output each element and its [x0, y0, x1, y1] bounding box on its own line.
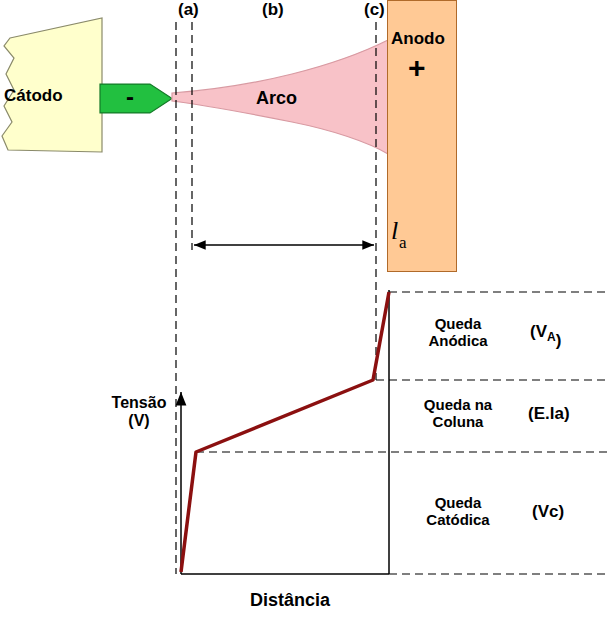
anode-label: Anodo — [391, 29, 445, 49]
cathode-label: Cátodo — [4, 86, 63, 106]
voltage-drop-label: Queda na Coluna — [412, 396, 504, 431]
zone-label: (c) — [364, 0, 385, 20]
electrode-tip-shape — [100, 84, 172, 113]
axis-label: Distância — [220, 590, 360, 611]
voltage-drop-label: Queda Catódica — [412, 494, 504, 529]
arc-length-subscript: a — [399, 233, 407, 253]
voltage-drop-label: Queda Anódica — [412, 315, 504, 350]
guide-lines — [176, 22, 610, 574]
cathode-block: Cátodo — [0, 14, 104, 158]
voltage-symbol: (E.la) — [528, 404, 570, 424]
voltage-subscript: A — [547, 331, 556, 345]
dimension-arrow — [194, 244, 374, 245]
voltage-curve — [181, 292, 389, 572]
arc-plasma: Arco — [172, 38, 388, 156]
cathode-block-shape — [2, 18, 102, 152]
axis-label: Tensão (V) — [104, 394, 174, 431]
graph-axes — [181, 290, 389, 574]
electrode-tip: - — [100, 82, 174, 115]
zone-label: (a) — [178, 0, 199, 20]
arc-label: Arco — [256, 88, 297, 109]
voltage-symbol: (Vc) — [532, 502, 564, 522]
voltage-symbol: ) — [556, 331, 562, 351]
zone-label: (b) — [262, 0, 284, 20]
polarity-sign: - — [126, 83, 134, 111]
arc-plasma-shape — [172, 40, 388, 154]
electrode-tip-outline — [100, 82, 174, 115]
arc-length-symbol: l — [391, 216, 398, 246]
polarity-sign: + — [408, 51, 426, 86]
voltage-symbol: (V — [530, 322, 547, 342]
